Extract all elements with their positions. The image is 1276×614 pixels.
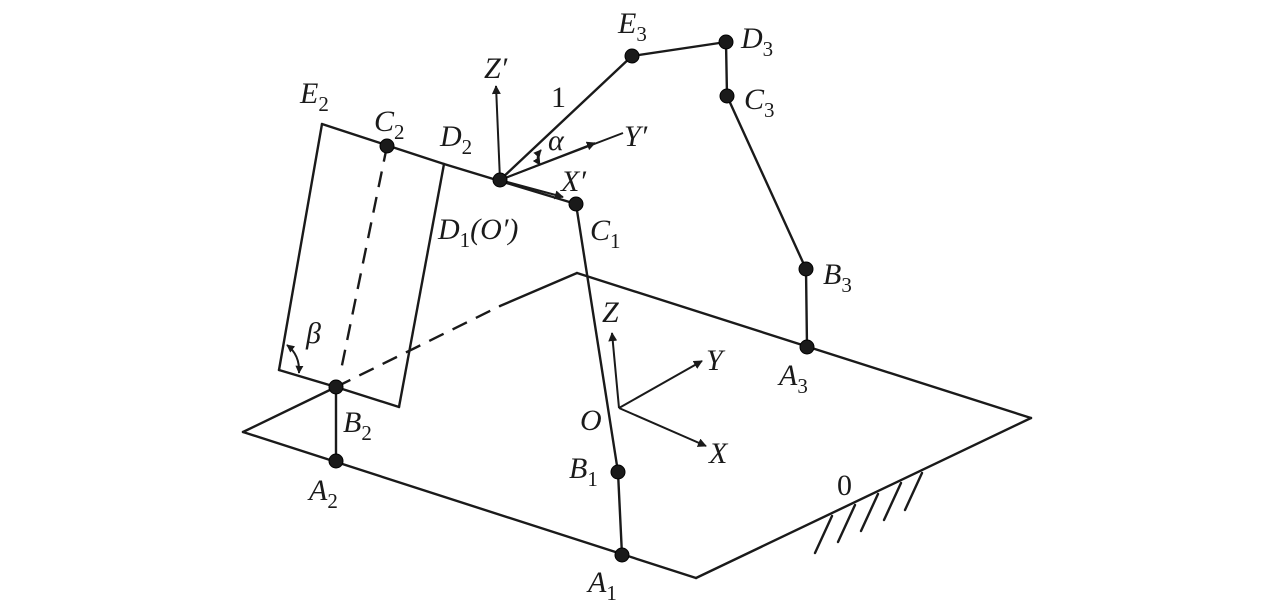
base-frame: [608, 332, 707, 447]
label-z: Z: [602, 296, 619, 329]
joints: [328, 34, 815, 563]
label-E3: E3: [617, 7, 647, 46]
label-E2: E2: [299, 77, 329, 116]
label-x: X: [708, 437, 729, 470]
label-o: O: [580, 404, 602, 437]
link-1: [498, 54, 634, 182]
label-D3: D3: [740, 22, 773, 61]
x-axis-arrow: [618, 407, 707, 447]
label-B1: B1: [569, 452, 598, 491]
limb3-B3-A3: [804, 267, 809, 349]
label-A3: A3: [777, 359, 808, 398]
link-E3-D3: [630, 40, 728, 58]
joint-E3: [624, 48, 640, 64]
joint-C1: [568, 196, 584, 212]
base-edge-hidden: [335, 304, 501, 389]
joint-A3: [799, 339, 815, 355]
label-A2: A2: [307, 474, 338, 513]
limb3-C3-B3: [725, 94, 808, 271]
alpha-angle-arc: [532, 149, 542, 166]
x-prime-axis-arrow: [499, 179, 564, 200]
joint-B1: [610, 464, 626, 480]
limb1-upper: [574, 202, 620, 474]
joint-A2: [328, 453, 344, 469]
y-prime-arrowhead: [499, 141, 596, 181]
moving-platform: [442, 40, 728, 206]
label-x-prime: X′: [560, 165, 586, 198]
label-D1: D1(O′): [437, 213, 518, 252]
ground-hatch: [813, 471, 924, 555]
label-A1: A1: [586, 566, 617, 605]
label-B2: B2: [343, 406, 372, 445]
joint-B2: [328, 379, 344, 395]
y-axis-arrow: [618, 360, 703, 409]
joint-C2: [379, 138, 395, 154]
joint-D3: [718, 34, 734, 50]
labels: E2 C2 D2 D1(O′) Z′ 1 α Y′ X′ C1 E3 D3 C3…: [299, 7, 852, 605]
limb2-hidden-link: [338, 145, 389, 376]
label-D2: D2: [439, 120, 472, 159]
label-C2: C2: [374, 105, 405, 144]
joint-A1: [614, 547, 630, 563]
joint-B3: [798, 261, 814, 277]
limbs: [334, 40, 809, 557]
limb3-D3-C3: [724, 40, 729, 98]
joint-C3: [719, 88, 735, 104]
joint-D1: [492, 172, 508, 188]
base-edge-back-top: [498, 271, 579, 308]
z-prime-axis-arrow: [491, 85, 501, 181]
label-link-1: 1: [551, 81, 566, 114]
limb2-plane: [277, 122, 446, 409]
base-edge-right-front: [694, 416, 1033, 580]
label-y-prime: Y′: [624, 120, 648, 153]
moving-frame: [491, 85, 624, 200]
label-y: Y: [706, 344, 726, 377]
label-C1: C1: [590, 214, 621, 253]
z-axis-arrow: [608, 332, 620, 409]
limb1-lower: [616, 470, 624, 557]
link-D2-C1: [442, 162, 578, 206]
base-edge-left-back: [241, 385, 338, 434]
label-ground-0: 0: [837, 469, 852, 502]
label-alpha: α: [548, 124, 565, 157]
label-z-prime: Z′: [484, 52, 508, 85]
label-B3: B3: [823, 258, 852, 297]
beta-angle-arc: [286, 344, 304, 374]
label-C3: C3: [744, 83, 775, 122]
label-beta: β: [305, 317, 321, 350]
